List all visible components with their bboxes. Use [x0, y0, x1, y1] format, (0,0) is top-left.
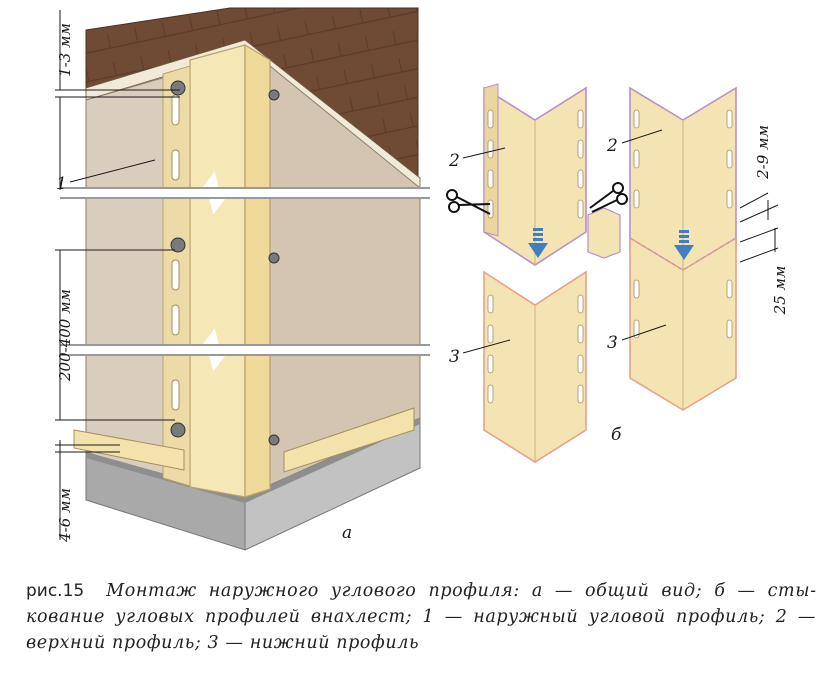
part-1-label: 1	[56, 174, 67, 194]
part-3-left-label: 3	[449, 347, 460, 367]
corner-profile-side	[244, 43, 271, 498]
caption-text: Монтаж наружного углового профиля: а — о…	[26, 581, 816, 653]
part-2-right-label: 2	[606, 136, 618, 156]
assembled-slots	[633, 109, 733, 339]
top-profile-left-flanges	[483, 83, 499, 237]
nailing-slots	[171, 94, 180, 411]
dim-top-label: 1-3 мм	[56, 23, 74, 77]
break-lines	[60, 171, 430, 372]
panel-a-letter: а	[342, 523, 352, 543]
dim-bottom-label: 4-6 мм	[56, 488, 74, 543]
corner-profile-front	[189, 44, 246, 498]
scissors-icon	[446, 189, 491, 215]
cut-piece	[587, 207, 621, 259]
figure-caption: рис.15 Монтаж наружного углового профиля…	[26, 578, 816, 656]
scissors-icon-right	[589, 182, 628, 213]
part-2-left-label: 2	[448, 151, 460, 171]
panel-b: 2 3 2 3 2-9 мм 25 мм б	[446, 83, 789, 463]
dim-overlap-label: 25 мм	[771, 266, 789, 316]
dim-gap-label: 2-9 мм	[754, 125, 772, 180]
starter-strip-right	[283, 407, 415, 473]
panel-a: 1-3 мм 200-400 мм 4-6 мм 1 а	[55, 7, 430, 551]
down-arrow-icon-right	[674, 230, 694, 260]
dimension-lines	[55, 10, 180, 540]
leader-lines	[462, 129, 779, 354]
nail-heads	[170, 80, 280, 446]
figure-number: рис.15	[26, 581, 85, 601]
down-arrow-icon	[528, 228, 548, 258]
panel-b-letter: б	[611, 425, 622, 445]
corner-profile-diagram: 1-3 мм 200-400 мм 4-6 мм 1 а	[55, 7, 789, 551]
part-3-right-label: 3	[607, 333, 618, 353]
starter-strip-left	[73, 429, 185, 471]
profile-slots	[487, 109, 584, 404]
dim-middle-label: 200-400 мм	[56, 289, 74, 382]
